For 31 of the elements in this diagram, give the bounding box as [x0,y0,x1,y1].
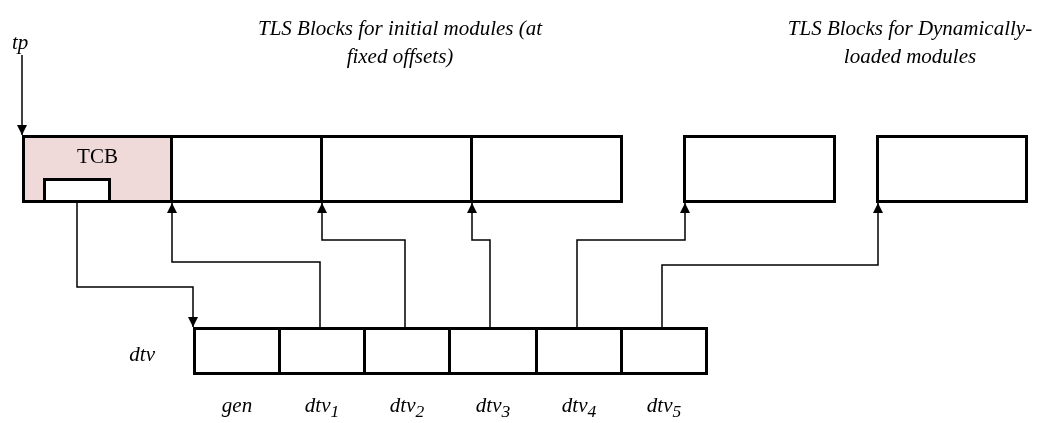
memory-block [170,135,323,203]
cell-label: dtv$_{1}$ [303,393,341,423]
block-label: TCB [76,144,119,169]
memory-block [876,135,1028,203]
pointer-field-box [43,178,111,203]
cell-label: dtv$_{2}$ [388,393,426,423]
array-label: dtv [128,341,155,368]
array-cell [448,327,538,375]
cell-label: gen [220,393,254,418]
arrow [76,202,198,328]
array-cell [278,327,366,375]
arrow [17,54,27,136]
cell-label: dtv$_{3}$ [474,393,512,423]
cell-label: dtv$_{4}$ [560,393,598,423]
section-heading: TLS Blocks for Dynamically-loaded modules [786,15,1034,70]
array-cell [535,327,623,375]
memory-block [470,135,623,203]
cell-label: dtv$_{5}$ [645,393,683,423]
memory-block [320,135,473,203]
arrow [467,202,491,328]
arrow [576,202,690,328]
array-cell [193,327,281,375]
arrow [167,202,321,328]
pointer-label: tp [12,30,29,55]
array-cell [620,327,708,375]
control-block-box [22,135,173,203]
arrow [661,202,883,328]
section-heading: TLS Blocks for initial modules (at fixed offsets) [256,15,544,70]
arrow [317,202,406,328]
memory-block [683,135,836,203]
array-cell [363,327,451,375]
